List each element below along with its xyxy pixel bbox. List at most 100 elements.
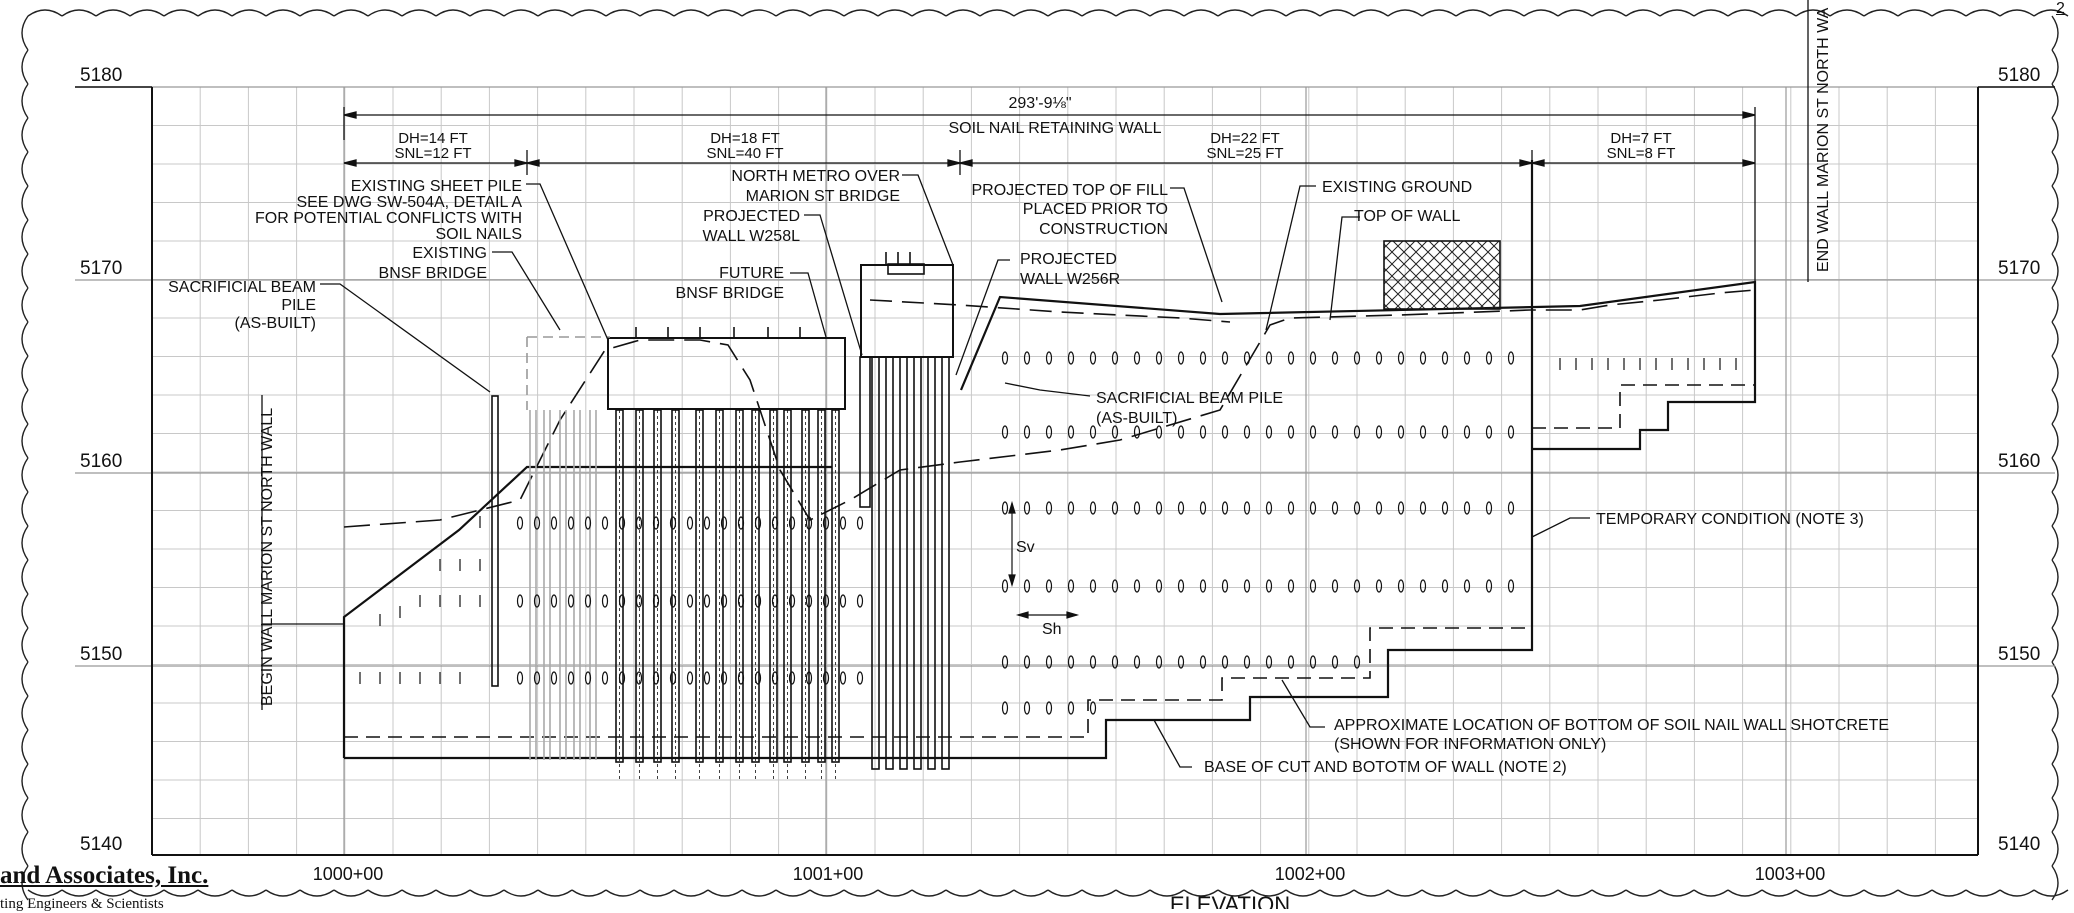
- sheet-pile: [559, 410, 567, 760]
- soil-nail: [1177, 351, 1185, 365]
- wall-name-text: SOIL NAIL RETAINING WALL: [948, 120, 1161, 137]
- soil-nail: [1089, 701, 1097, 715]
- top-of-fill-3: CONSTRUCTION: [1039, 221, 1168, 238]
- soil-nail: [1331, 501, 1339, 515]
- sheet-pile-label-2: SEE DWG SW-504A, DETAIL A: [296, 194, 522, 211]
- soil-nail: [839, 516, 847, 530]
- elev-label-5140: 5140: [80, 834, 122, 855]
- soil-nail: [1243, 579, 1251, 593]
- soil-nail: [618, 594, 626, 608]
- soil-nail: [567, 594, 575, 608]
- soil-nail: [1419, 501, 1427, 515]
- soil-nail: [1001, 655, 1009, 669]
- soil-nail: [686, 594, 694, 608]
- soil-nail: [839, 594, 847, 608]
- soil-nail: [1221, 501, 1229, 515]
- major-gridlines: [75, 86, 2055, 855]
- soil-nail: [737, 594, 745, 608]
- segment-2-dh: DH=18 FT: [710, 130, 780, 147]
- w258l-1: PROJECTED: [703, 208, 800, 225]
- firm-name: and Associates, Inc.: [0, 862, 209, 889]
- soil-nail: [1331, 351, 1339, 365]
- soil-nail: [1133, 579, 1141, 593]
- soil-nail: [669, 671, 677, 685]
- soil-nail: [1155, 579, 1163, 593]
- soil-nail: [1309, 501, 1317, 515]
- soil-nail: [720, 516, 728, 530]
- soil-nail: [550, 671, 558, 685]
- soil-nail: [1001, 351, 1009, 365]
- soil-nail: [1199, 579, 1207, 593]
- soil-nail: [1287, 425, 1295, 439]
- soil-nail: [1463, 351, 1471, 365]
- shotcrete-2: (SHOWN FOR INFORMATION ONLY): [1334, 736, 1606, 753]
- elev-label-right-5160: 5160: [1998, 451, 2040, 472]
- soil-nail: [1023, 425, 1031, 439]
- soil-nail: [703, 671, 711, 685]
- elev-label-5170: 5170: [80, 258, 122, 279]
- soil-nail: [584, 594, 592, 608]
- metro-pile: [941, 356, 950, 770]
- soil-nail: [1287, 351, 1295, 365]
- segment-1-snl: SNL=12 FT: [394, 145, 471, 162]
- soil-nail: [669, 516, 677, 530]
- begin-wall-label: BEGIN WALL MARION ST NORTH WALL: [259, 408, 276, 706]
- bnsf-existing-2: BNSF BRIDGE: [379, 265, 487, 282]
- soil-nail: [1177, 579, 1185, 593]
- soil-nail: [1045, 501, 1053, 515]
- station-label-1002: 1002+00: [1275, 864, 1346, 884]
- soil-nail: [1111, 655, 1119, 669]
- soil-nail: [737, 516, 745, 530]
- soil-nail: [618, 671, 626, 685]
- sh-label: Sh: [1042, 621, 1062, 638]
- soil-nail: [1067, 579, 1075, 593]
- sv-label: Sv: [1016, 539, 1035, 556]
- soil-nail: [1177, 425, 1185, 439]
- w256r-1: PROJECTED: [1020, 251, 1117, 268]
- soil-nail: [1001, 579, 1009, 593]
- soil-nail: [1089, 425, 1097, 439]
- sacrificial-left-3: (AS-BUILT): [235, 315, 316, 332]
- soil-nail: [1507, 579, 1515, 593]
- station-label-1003: 1003+00: [1755, 864, 1826, 884]
- soil-nail: [1265, 655, 1273, 669]
- soil-nail: [1419, 351, 1427, 365]
- soil-nail: [635, 516, 643, 530]
- temporary-label: TEMPORARY CONDITION (NOTE 3): [1596, 511, 1864, 528]
- elev-label-right-5150: 5150: [1998, 644, 2040, 665]
- soil-nail: [1485, 425, 1493, 439]
- station-labels: 1000+00 1001+00 1002+00 1003+00: [313, 864, 1826, 884]
- elev-label-right-5170: 5170: [1998, 258, 2040, 279]
- soil-nail: [1155, 501, 1163, 515]
- soil-nail: [1133, 655, 1141, 669]
- soil-nail: [771, 671, 779, 685]
- overall-dimension: [343, 107, 1756, 290]
- soil-nail: [771, 516, 779, 530]
- soil-nail: [1287, 501, 1295, 515]
- soil-nail: [686, 671, 694, 685]
- soil-nail: [584, 516, 592, 530]
- soil-nail: [1045, 579, 1053, 593]
- soil-nail: [516, 671, 524, 685]
- soil-nail: [805, 594, 813, 608]
- elevation-labels-right: 5180 5170 5160 5150 5140: [1998, 65, 2040, 855]
- soil-nail: [1309, 351, 1317, 365]
- soil-nail: [1309, 579, 1317, 593]
- metro-pile: [885, 356, 894, 770]
- soil-nail: [1441, 425, 1449, 439]
- top-of-fill-1: PROJECTED TOP OF FILL: [972, 182, 1169, 199]
- annotations: EXISTING SHEET PILE SEE DWG SW-504A, DET…: [168, 7, 1889, 776]
- soil-nail: [1199, 425, 1207, 439]
- shotcrete-bottom-line: [344, 627, 1532, 738]
- soil-nail: [1419, 425, 1427, 439]
- soil-nail: [601, 594, 609, 608]
- soil-nail: [1111, 425, 1119, 439]
- soil-nail: [1441, 351, 1449, 365]
- segment-4-snl: SNL=8 FT: [1607, 145, 1676, 162]
- soil-nail: [1023, 579, 1031, 593]
- soil-nail: [856, 671, 864, 685]
- soil-nail: [1463, 501, 1471, 515]
- bnsf-existing-1: EXISTING: [412, 245, 487, 262]
- future-bnsf-2: BNSF BRIDGE: [676, 285, 784, 302]
